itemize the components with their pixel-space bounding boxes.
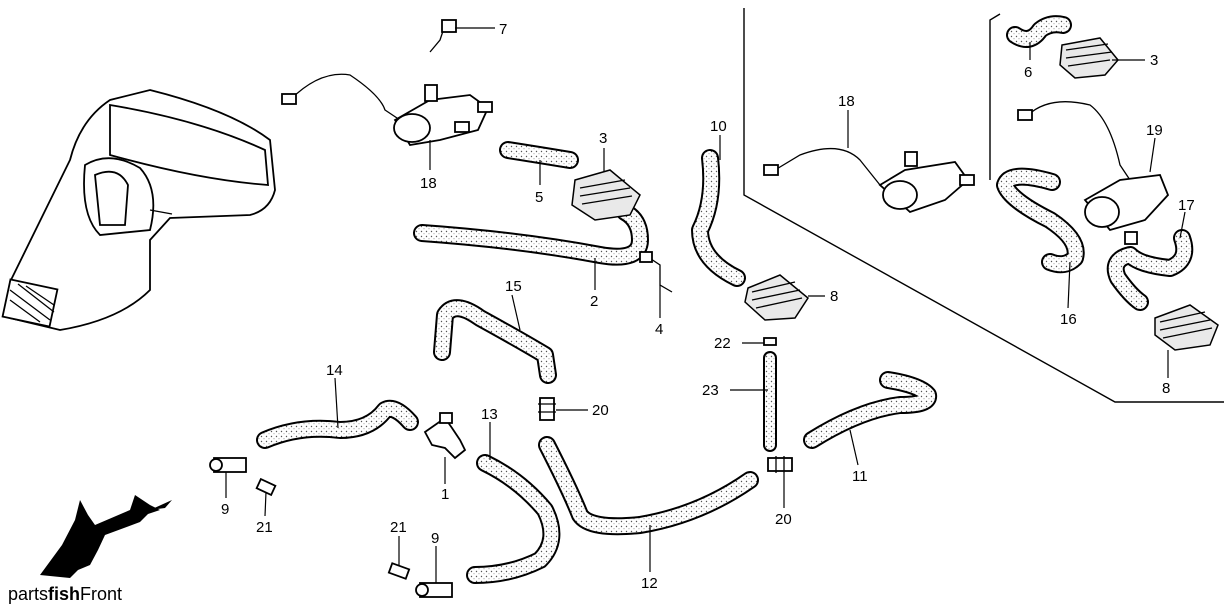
t-joint-1 (423, 412, 467, 460)
inset-frame-right (989, 13, 1001, 180)
bolt-21b (387, 562, 411, 580)
callout-20: 20 (775, 511, 792, 528)
callout-17: 17 (1178, 197, 1195, 214)
connector-20a (538, 397, 556, 421)
callout-15: 15 (505, 278, 522, 295)
check-valve-3a (571, 169, 641, 221)
air-cleaner-housing (1, 89, 276, 331)
hoses (256, 15, 1194, 584)
callout-4: 4 (655, 321, 663, 338)
brand-bold: fish (48, 584, 81, 604)
check-valve-8a (744, 274, 809, 321)
callout-8: 8 (830, 288, 838, 305)
callout-11: 11 (852, 468, 868, 485)
callout-10: 10 (710, 118, 727, 135)
callout-16: 16 (1060, 311, 1077, 328)
inset-frame-left (743, 8, 1224, 403)
callout-18: 18 (838, 93, 855, 110)
callout-6: 6 (1024, 64, 1032, 81)
swordfish-logo-icon (40, 495, 172, 578)
callout-19: 19 (1146, 122, 1163, 139)
joint-9a (209, 457, 247, 473)
fitting-22 (763, 337, 777, 346)
fitting-7 (429, 19, 457, 53)
bolt-21a (255, 477, 277, 497)
callout-8: 8 (1162, 380, 1170, 397)
joint-9b (415, 582, 453, 598)
solenoid-valve-18a (281, 73, 493, 146)
solenoid-valve-19 (1017, 101, 1170, 245)
callout-9: 9 (221, 501, 229, 518)
callout-2: 2 (590, 293, 598, 310)
brand-wordmark: partsfishFront (8, 584, 122, 605)
callout-18: 18 (420, 175, 437, 192)
solenoid-valve-18b (763, 147, 975, 214)
callout-labels: 7 3 18 5 10 2 4 15 8 22 23 14 13 20 1 9 … (221, 21, 1195, 592)
callout-23: 23 (702, 382, 719, 399)
check-valve-3b (1059, 37, 1119, 79)
callout-14: 14 (326, 362, 343, 379)
callout-1: 1 (441, 486, 449, 503)
check-valve-8b (1154, 304, 1219, 351)
callout-22: 22 (714, 335, 731, 352)
callout-3: 3 (1150, 52, 1158, 69)
callout-20: 20 (592, 402, 609, 419)
callout-13: 13 (481, 406, 498, 423)
callout-3: 3 (599, 130, 607, 147)
callout-21: 21 (256, 519, 273, 536)
connector-20b (767, 456, 793, 473)
callout-9: 9 (431, 530, 439, 547)
callout-12: 12 (641, 575, 658, 592)
brand-prefix: parts (8, 584, 49, 604)
leader-lines (225, 27, 1186, 583)
callout-5: 5 (535, 189, 543, 206)
callout-21: 21 (390, 519, 407, 536)
clamp-4 (639, 251, 673, 293)
brand-suffix: Front (80, 584, 123, 604)
callout-7: 7 (499, 21, 507, 38)
